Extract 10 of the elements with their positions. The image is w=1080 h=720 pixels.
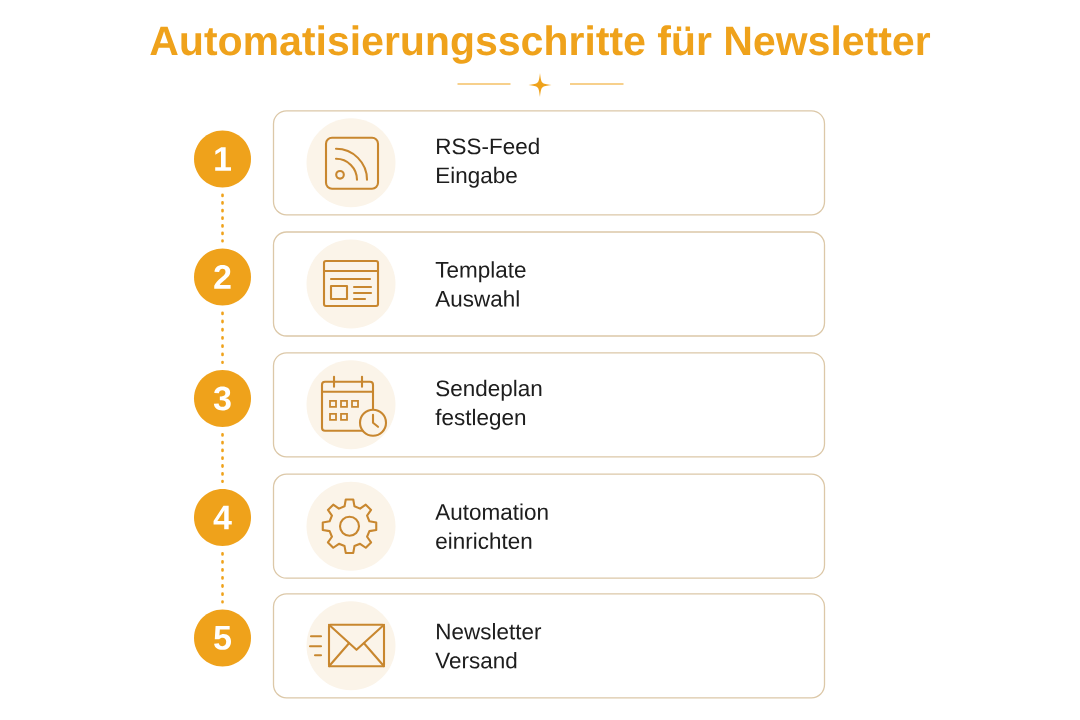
title: Automatisierungsschritte für Newsletter [150,25,931,64]
dotted-line [221,193,224,243]
dotted-line [221,432,224,484]
number-badge: 2 [194,248,251,306]
dotted-line [221,551,224,604]
dotted-line [221,311,224,365]
number-badge: 4 [194,489,251,546]
number-badge: 3 [194,370,251,427]
number-badge: 5 [194,609,251,667]
number-badge: 1 [194,130,251,188]
